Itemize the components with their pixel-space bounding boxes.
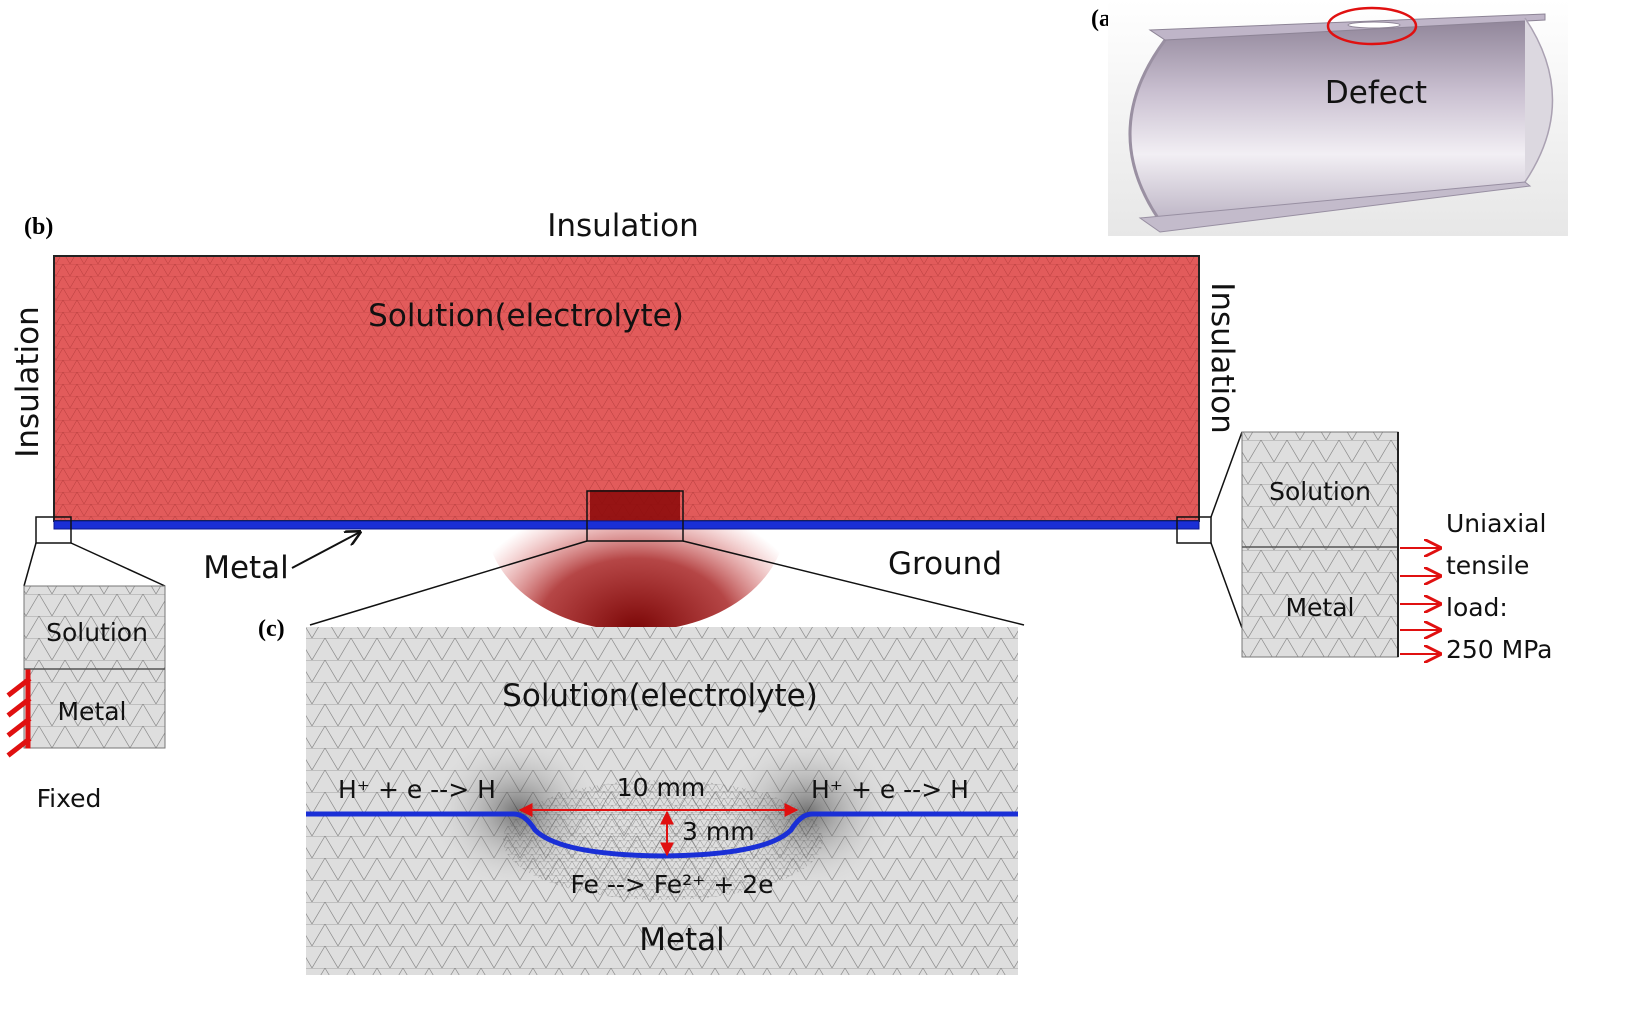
tensile-load-arrows [1400,548,1440,654]
metal-pointer-arrow [291,532,360,569]
fixed-label: Fixed [37,784,102,813]
right-inset-metal-label: Metal [1285,593,1354,622]
defect-zoom-box [586,490,684,542]
panel-a: (a) Defect [1091,0,1568,236]
load-text-line-1: Uniaxial [1446,509,1546,538]
left-inset-metal-label: Metal [57,697,126,726]
defect-highlight-ellipse [1326,6,1418,46]
reaction-right-label: H⁺ + e --> H [811,775,969,804]
ground-label: Ground [888,546,1002,582]
panel-b: (b) Insulation Insulation Insulation Sol… [10,208,1243,631]
metal-layer-strip [53,520,1200,530]
solution-label: Solution(electrolyte) [368,298,684,334]
defect-label: Defect [1325,75,1427,111]
width-dimension-label: 10 mm [617,773,705,802]
reaction-defect-label: Fe --> Fe²⁺ + 2e [570,870,773,899]
depth-dimension-label: 3 mm [682,817,755,846]
panel-c-label: (c) [258,616,285,642]
panel-c: (c) Solution(electrolyte) H⁺ + e --> H H… [258,616,1018,975]
left-inset-solution-label: Solution [46,618,148,647]
c-solution-label: Solution(electrolyte) [502,678,818,714]
fixed-support-icon [6,669,32,758]
right-insulation-label: Insulation [1204,282,1240,434]
load-text-line-4: 250 MPa [1446,635,1553,664]
reaction-left-label: H⁺ + e --> H [338,775,496,804]
c-metal-label: Metal [639,922,725,958]
metal-label: Metal [203,550,289,586]
pipe-render [1128,13,1554,233]
left-insulation-label: Insulation [10,306,46,458]
zoom-connector-lines [23,431,1243,629]
load-text-line-2: tensile [1446,551,1529,580]
load-text-line-3: load: [1446,593,1508,622]
right-inset: Solution Metal Uniaxial tensile load: 25… [1241,431,1553,664]
defect-zoom-mesh [306,627,1018,975]
right-corner-zoom-box [1176,516,1212,544]
left-inset: Solution Metal Fixed [6,585,166,813]
right-inset-solution-label: Solution [1269,477,1371,506]
top-insulation-label: Insulation [547,208,699,244]
left-corner-zoom-box [35,516,72,544]
panel-b-label: (b) [24,214,53,240]
